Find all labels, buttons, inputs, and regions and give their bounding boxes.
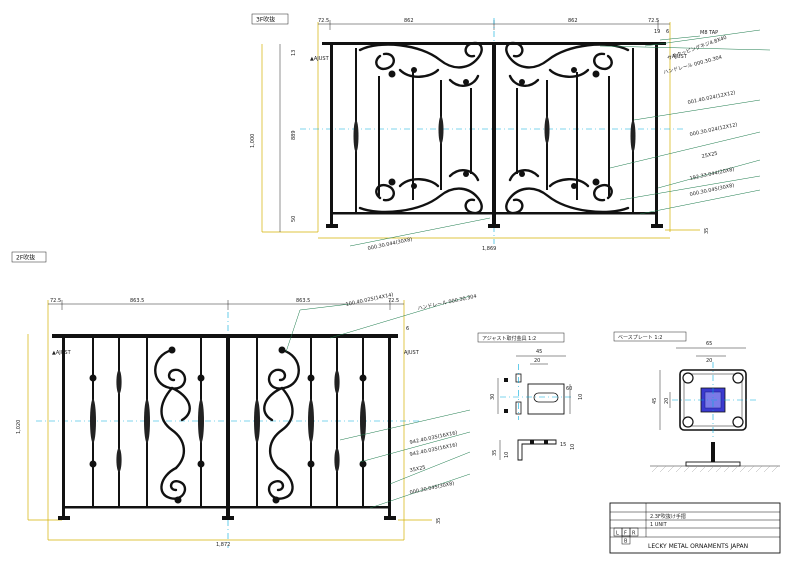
- base-plate-title: ベースプレート 1:2: [618, 335, 662, 341]
- adjust-label-left-3f: ▲AJUST: [310, 56, 330, 62]
- bp-dim-3: 45: [652, 398, 658, 404]
- plate-elevation: [685, 461, 741, 467]
- dim-overall-2f: 1,872: [216, 542, 230, 548]
- bottom-rail: [62, 506, 390, 509]
- adj-dim-2: 20: [534, 358, 540, 364]
- bottom-rail: [330, 212, 658, 215]
- dim-top-2f-2: 863.5: [130, 298, 144, 304]
- adjust-label-left-2f: ▲AJUST: [52, 350, 72, 356]
- grid-r: R: [632, 531, 636, 537]
- adj-dim-6: 15: [560, 442, 566, 448]
- adj-dim-1: 45: [536, 349, 542, 355]
- view-tag-2f-box: [11, 251, 47, 263]
- post-left: [330, 44, 333, 226]
- callout-3f-6: 25X25: [701, 151, 718, 160]
- grid-l: L: [616, 531, 619, 537]
- dim-base-3f: 35: [704, 228, 710, 234]
- dim-small-bot-3f: 50: [291, 216, 297, 222]
- bp-dim-4: 20: [664, 398, 670, 404]
- dim-overall-3f: 1,869: [482, 246, 496, 252]
- bp-dim-2: 20: [706, 358, 712, 364]
- callout-2f-2: ハンドレール 000.30.304: [417, 294, 477, 312]
- adjust-slot: [533, 392, 559, 403]
- scrolls-2f: [154, 346, 300, 504]
- post-right: [655, 44, 658, 226]
- pickets-3f: [353, 48, 636, 212]
- dim-right-top-2f: 6: [406, 326, 409, 332]
- dim-right-top-1: 19: [654, 29, 660, 35]
- adj-dim-5: 10: [578, 394, 584, 400]
- scrolls-bottom-3f: [358, 169, 630, 215]
- handrail: [52, 334, 398, 338]
- view-tag-2f: 2F吹抜: [16, 254, 35, 262]
- dim-height-2f: 1,020: [16, 420, 22, 434]
- callout-2f-1: 100.40.025(14X14): [345, 292, 394, 308]
- post-center: [492, 44, 496, 226]
- dim-top-2f-1: 72.5: [50, 298, 61, 304]
- dim-top-3: 862: [568, 18, 578, 24]
- top-view: 3F吹抜 72.5 862 862 72.5 19 6 1,000 889 13…: [250, 13, 771, 252]
- scrolls-top-3f: [358, 41, 630, 87]
- adjust-label-right-2f: AJUST: [404, 350, 420, 356]
- callouts-3f: [349, 29, 771, 247]
- dim-top-2f-3: 863.5: [296, 298, 310, 304]
- adjust-bracket-side: [517, 439, 557, 461]
- base-foot: [488, 224, 500, 228]
- adj-dim-8: 10: [504, 452, 510, 458]
- title-row2: 2.3F吹抜け手摺: [650, 513, 686, 520]
- bp-dim-1: 65: [706, 341, 712, 347]
- callout-3f-5: 000.30.024(12X12): [689, 122, 738, 138]
- title-row3: 1 UNIT: [650, 522, 668, 528]
- side-view: 2F吹抜 72.5 863.5 863.5 72.5 6 1,020 ▲AJUS…: [11, 251, 477, 548]
- adjust-detail-title: アジャスト取付金具 1:2: [482, 335, 536, 342]
- dim-small-top-3f: 13: [291, 50, 297, 56]
- adj-dim-7: 35: [492, 450, 498, 456]
- handrail: [322, 42, 666, 45]
- base-plate-detail: ベースプレート 1:2 65 20 45 20: [613, 331, 780, 473]
- base-foot: [651, 224, 663, 228]
- dim-top-4: 72.5: [648, 18, 659, 24]
- view-tag-3f: 3F吹抜: [256, 16, 275, 24]
- adj-dim-9: 10: [570, 444, 576, 450]
- grid-b: B: [624, 539, 628, 545]
- callout-2f-6: 000.30.045(30X8): [409, 481, 455, 496]
- dim-height-3f: 1,000: [250, 134, 256, 148]
- dim-top-1: 72.5: [318, 18, 329, 24]
- callout-3f-bottom: 000.30.044(30X8): [367, 237, 413, 252]
- dim-base-2f: 35: [436, 518, 442, 524]
- callout-3f-8: 000.30.045(30X8): [689, 183, 735, 198]
- base-foot: [222, 516, 234, 520]
- adj-dim-3: 30: [490, 394, 496, 400]
- adj-dim-4: 60: [566, 386, 572, 392]
- post-left: [62, 336, 65, 520]
- base-foot: [326, 224, 338, 228]
- callout-3f-7: 192.33.044(20X8): [689, 167, 735, 182]
- view-tag-3f-box: [251, 13, 289, 25]
- base-foot: [58, 516, 70, 520]
- grid-f: F: [624, 531, 627, 537]
- base-foot: [384, 516, 396, 520]
- post-right: [388, 336, 391, 520]
- company-name: LECKY METAL ORNAMENTS JAPAN: [648, 543, 748, 550]
- post-center: [226, 336, 230, 520]
- dim-right-top-2: 6: [666, 29, 669, 35]
- dim-top-2f-4: 72.5: [388, 298, 399, 304]
- adjust-label-right-3f: AJUST: [672, 54, 688, 60]
- adjust-detail: アジャスト取付金具 1:2 45 20 30 60 10 15 35 10 10: [477, 332, 584, 461]
- pickets-2f: [89, 338, 367, 506]
- title-block: 2.3F吹抜け手摺 1 UNIT L F R B LECKY METAL ORN…: [609, 502, 781, 554]
- dim-top-2: 862: [404, 18, 414, 24]
- callout-2f-5: 35X25: [409, 465, 426, 474]
- callout-3f-1: M8 TAP: [700, 30, 718, 36]
- callouts-2f: [285, 295, 471, 521]
- dim-inner-3f: 889: [291, 130, 297, 140]
- post-stub: [711, 442, 715, 462]
- callout-3f-4: 001.40.024(12X12): [687, 90, 736, 106]
